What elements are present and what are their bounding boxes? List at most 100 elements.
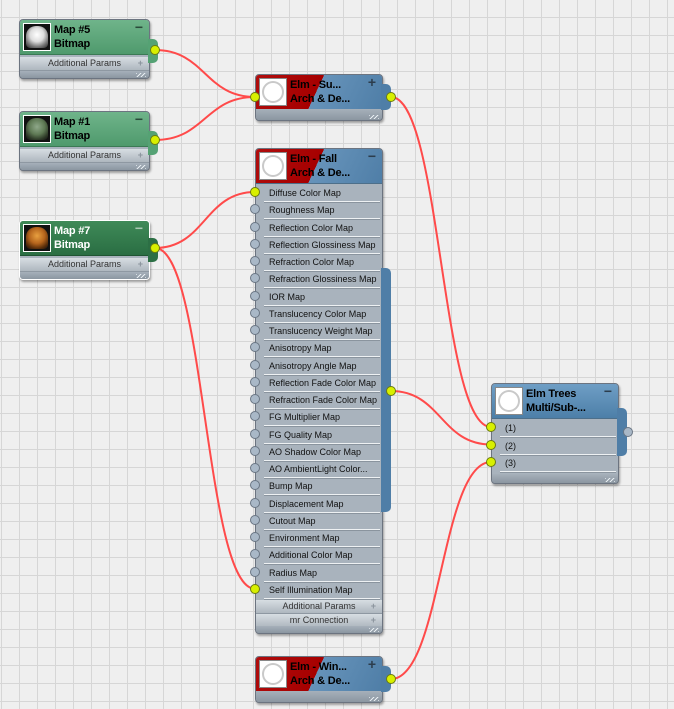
input-slot[interactable]: Radius Map	[264, 565, 380, 582]
input-slot[interactable]: Reflection Color Map	[264, 220, 380, 237]
rollout-additional-params[interactable]: Additional Params+	[20, 258, 149, 272]
input-slot[interactable]: IOR Map	[264, 289, 380, 306]
input-socket[interactable]	[250, 92, 260, 102]
resize-grip-icon[interactable]	[369, 697, 379, 701]
input-slot[interactable]: AO Shadow Color Map	[264, 444, 380, 461]
resize-grip-icon[interactable]	[136, 274, 146, 278]
node-elm-summer[interactable]: Elm - Su...Arch & De... +	[250, 74, 396, 121]
expand-plus-icon[interactable]: +	[367, 656, 376, 672]
expand-plus-icon[interactable]: +	[370, 615, 376, 625]
collapse-minus-icon[interactable]: −	[367, 148, 376, 164]
input-slot[interactable]: AO AmbientLight Color...	[264, 461, 380, 478]
input-slot[interactable]: Environment Map	[264, 530, 380, 547]
input-socket[interactable]	[250, 376, 260, 387]
input-slot[interactable]: (2)	[500, 438, 616, 455]
input-socket[interactable]	[250, 583, 260, 594]
resize-grip-icon[interactable]	[369, 628, 379, 632]
input-socket[interactable]	[250, 325, 260, 335]
rollout-additional-params[interactable]: Additional Params+	[256, 600, 382, 614]
input-socket[interactable]	[250, 566, 260, 577]
collapse-minus-icon[interactable]: −	[134, 19, 143, 35]
input-socket[interactable]	[250, 221, 260, 232]
collapse-minus-icon[interactable]: −	[134, 111, 143, 127]
input-socket[interactable]	[250, 290, 260, 301]
output-socket[interactable]	[150, 135, 160, 145]
input-slot[interactable]: Anisotropy Map	[264, 340, 380, 358]
rollout-additional-params[interactable]: Additional Params+	[20, 149, 149, 163]
output-socket[interactable]	[386, 92, 396, 102]
input-socket[interactable]	[250, 428, 260, 439]
input-socket[interactable]	[250, 463, 260, 473]
input-socket[interactable]	[250, 256, 260, 266]
input-slot[interactable]: Additional Color Map	[264, 547, 380, 565]
expand-plus-icon[interactable]: +	[137, 58, 143, 68]
expand-plus-icon[interactable]: +	[137, 150, 143, 160]
input-slot[interactable]: Diffuse Color Map	[264, 185, 380, 202]
connection-wire[interactable]	[390, 390, 492, 446]
input-socket[interactable]	[250, 532, 260, 542]
output-socket[interactable]	[386, 386, 396, 396]
input-slot[interactable]: Anisotropy Angle Map	[264, 358, 380, 375]
expand-plus-icon[interactable]: +	[137, 259, 143, 269]
expand-plus-icon[interactable]: +	[367, 74, 376, 90]
connection-wire[interactable]	[154, 191, 256, 249]
connection-wire[interactable]	[390, 461, 492, 680]
input-socket[interactable]	[250, 307, 260, 318]
input-slot[interactable]: Reflection Fade Color Map	[264, 375, 380, 392]
output-socket[interactable]	[150, 243, 160, 253]
input-slot[interactable]: FG Quality Map	[264, 427, 380, 444]
connection-wire[interactable]	[154, 96, 256, 141]
collapse-minus-icon[interactable]: −	[134, 220, 143, 236]
input-socket[interactable]	[250, 187, 260, 197]
resize-grip-icon[interactable]	[369, 115, 379, 119]
output-socket[interactable]	[623, 427, 633, 437]
output-socket[interactable]	[386, 674, 396, 684]
input-slot[interactable]: (3)	[500, 455, 616, 472]
connection-wire[interactable]	[154, 49, 256, 98]
node-elm-winter[interactable]: Elm - Win...Arch & De... +	[255, 656, 396, 703]
input-slot[interactable]: (1)	[500, 420, 616, 437]
input-slot[interactable]: Refraction Glossiness Map	[264, 271, 380, 289]
input-socket[interactable]	[250, 514, 260, 525]
node-header[interactable]: Elm - Win...Arch & De... +	[256, 657, 382, 692]
input-socket[interactable]	[486, 439, 496, 450]
input-socket[interactable]	[250, 497, 260, 508]
input-slot[interactable]: Translucency Color Map	[264, 306, 380, 323]
input-slot[interactable]: Bump Map	[264, 478, 380, 496]
connection-wire[interactable]	[390, 96, 492, 428]
resize-grip-icon[interactable]	[136, 73, 146, 77]
node-header[interactable]: Elm - Su...Arch & De... +	[256, 75, 382, 110]
resize-grip-icon[interactable]	[605, 478, 615, 482]
input-socket[interactable]	[250, 445, 260, 456]
output-socket[interactable]	[150, 45, 160, 55]
input-slot[interactable]: Displacement Map	[264, 496, 380, 513]
input-socket[interactable]	[250, 359, 260, 370]
input-slot[interactable]: Refraction Fade Color Map	[264, 392, 380, 409]
input-slot[interactable]: Roughness Map	[264, 202, 380, 220]
input-slot[interactable]: Refraction Color Map	[264, 254, 380, 271]
input-socket[interactable]	[250, 238, 260, 249]
input-slot[interactable]: Cutout Map	[264, 513, 380, 530]
input-slot[interactable]: Self Illumination Map	[264, 582, 380, 599]
input-socket[interactable]	[250, 394, 260, 404]
connection-wire[interactable]	[154, 247, 256, 590]
input-slot[interactable]: Translucency Weight Map	[264, 323, 380, 340]
input-slot[interactable]: FG Multiplier Map	[264, 409, 380, 427]
input-socket[interactable]	[486, 457, 496, 467]
rollout-additional-params[interactable]: Additional Params+	[20, 57, 149, 71]
expand-plus-icon[interactable]: +	[370, 601, 376, 611]
resize-grip-icon[interactable]	[136, 165, 146, 169]
input-socket[interactable]	[486, 422, 496, 432]
input-slot[interactable]: Reflection Glossiness Map	[264, 237, 380, 254]
collapse-minus-icon[interactable]: −	[603, 383, 612, 399]
